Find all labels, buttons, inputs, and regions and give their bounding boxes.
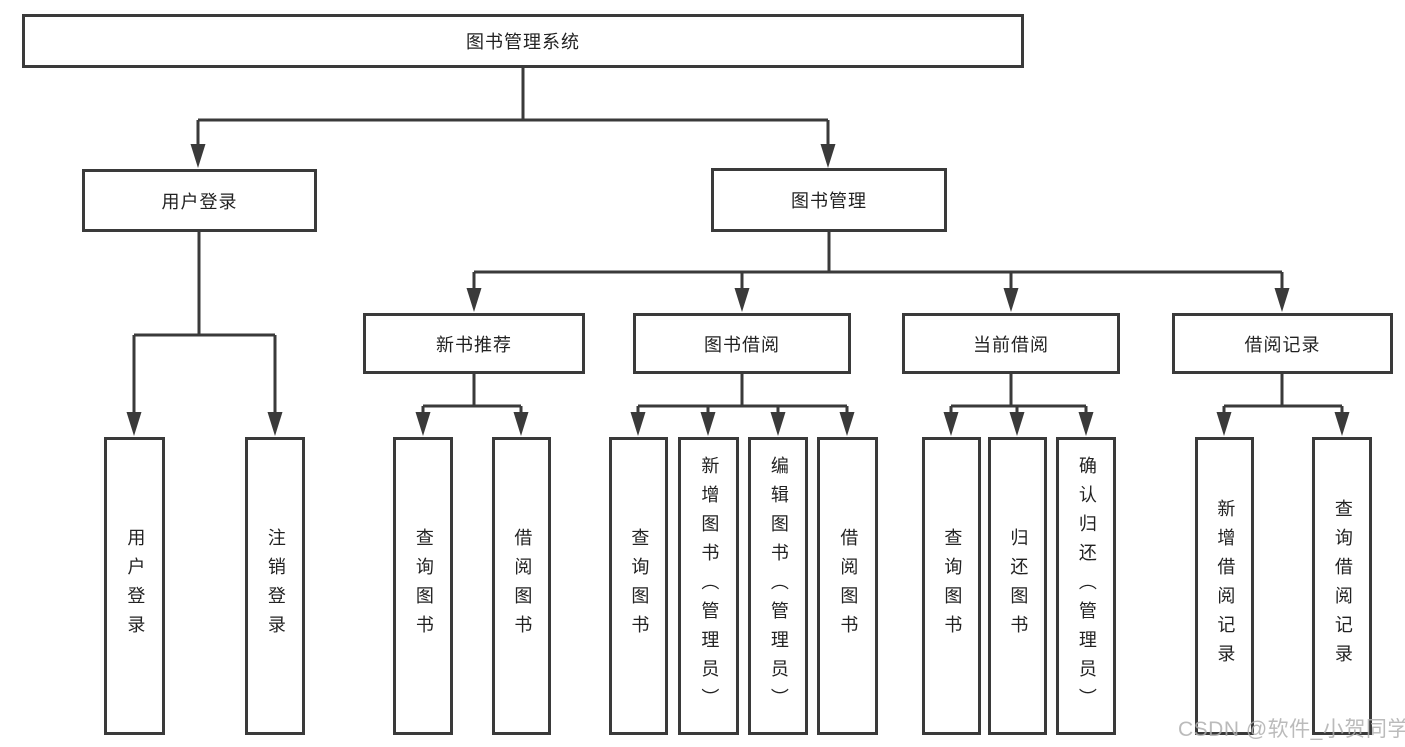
leaf-label: 借阅图书 <box>512 528 533 644</box>
leaf-label: 归还图书 <box>1008 528 1029 644</box>
leaf-label: 查询图书 <box>629 528 650 644</box>
arrowheads <box>126 144 1350 436</box>
leaf-add-books-admin: 新增图书（管理员） <box>678 437 739 735</box>
leaf-label: 查询借阅记录 <box>1332 499 1353 673</box>
leaf-label: 查询图书 <box>942 528 963 644</box>
leaf-logout: 注销登录 <box>245 437 305 735</box>
leaf-label: 新增借阅记录 <box>1215 499 1236 673</box>
leaf-query-books-current: 查询图书 <box>922 437 981 735</box>
leaf-query-borrow-record: 查询借阅记录 <box>1312 437 1372 735</box>
leaf-label: 编辑图书（管理员） <box>768 455 789 717</box>
leaf-borrow-books-borrowing: 借阅图书 <box>817 437 878 735</box>
leaf-label: 注销登录 <box>265 528 286 644</box>
node-user-login: 用户登录 <box>82 169 317 232</box>
leaf-add-borrow-record: 新增借阅记录 <box>1195 437 1254 735</box>
node-book-management: 图书管理 <box>711 168 947 232</box>
leaf-return-books: 归还图书 <box>988 437 1047 735</box>
node-book-borrowing: 图书借阅 <box>633 313 851 374</box>
leaf-query-books-borrowing: 查询图书 <box>609 437 668 735</box>
node-new-book-recommendation: 新书推荐 <box>363 313 585 374</box>
leaf-label: 借阅图书 <box>838 528 859 644</box>
leaf-borrow-books-recommend: 借阅图书 <box>492 437 551 735</box>
leaf-label: 用户登录 <box>125 528 146 644</box>
leaf-label: 查询图书 <box>413 528 434 644</box>
watermark: CSDN @软件_小贺同学 <box>1178 718 1405 741</box>
leaf-query-books-recommend: 查询图书 <box>393 437 453 735</box>
node-current-borrowing: 当前借阅 <box>902 313 1120 374</box>
leaf-user-login: 用户登录 <box>104 437 165 735</box>
leaf-label: 确认归还（管理员） <box>1076 455 1097 717</box>
leaf-edit-books-admin: 编辑图书（管理员） <box>748 437 808 735</box>
leaf-confirm-return-admin: 确认归还（管理员） <box>1056 437 1116 735</box>
node-root: 图书管理系统 <box>22 14 1024 68</box>
node-borrowing-records: 借阅记录 <box>1172 313 1393 374</box>
leaf-label: 新增图书（管理员） <box>699 455 720 717</box>
